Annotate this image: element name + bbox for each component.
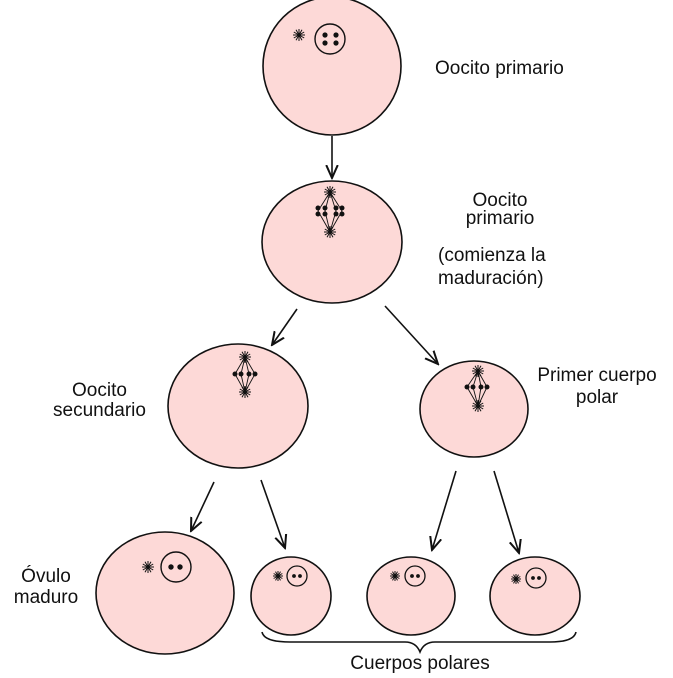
nucleus	[314, 23, 346, 55]
label-polar-bodies: Cuerpos polares	[350, 653, 490, 674]
centrosome-icon	[390, 571, 400, 581]
arrow-maturing-to-polar-body	[384, 305, 438, 364]
arrow-polar-to-polar-body-3	[493, 470, 519, 553]
cell-mature-ovum	[95, 531, 235, 655]
label-primary-oocyte: Oocito primario	[435, 58, 564, 79]
nucleus	[525, 567, 547, 589]
arrow-polar-to-polar-body-2	[432, 470, 457, 550]
centrosome-icon	[472, 365, 484, 377]
nucleus	[286, 565, 308, 587]
centrosome-icon	[239, 386, 251, 398]
cell-polar-body-2	[366, 556, 456, 636]
nucleus	[404, 565, 426, 587]
cell-first-polar-body	[419, 360, 529, 458]
centrosome-icon	[324, 226, 336, 238]
label-first-polar-body-2: polar	[575, 387, 619, 408]
centrosome-icon	[239, 351, 251, 363]
centrosome-icon	[273, 571, 283, 581]
centrosome-icon	[324, 186, 336, 198]
cell-primary-oocyte-maturing	[261, 180, 403, 304]
label-primary-oocyte-maturing-1: Oocito	[472, 190, 528, 211]
centrosome-icon	[142, 561, 154, 573]
cell-primary-oocyte	[262, 0, 402, 136]
arrow-maturing-to-secondary	[272, 308, 298, 345]
label-primary-oocyte-maturing-4: maduración)	[438, 268, 544, 289]
arrow-secondary-to-polar-body-1	[260, 479, 285, 548]
cell-polar-body-1	[250, 556, 332, 636]
label-primary-oocyte-maturing-2: primario	[465, 208, 535, 229]
label-mature-ovum-2: maduro	[13, 587, 79, 608]
arrow-secondary-to-ovum	[191, 481, 215, 531]
cell-secondary-oocyte	[167, 343, 309, 469]
label-secondary-oocyte-1: Oocito	[72, 380, 127, 401]
label-first-polar-body-1: Primer cuerpo	[537, 365, 657, 386]
centrosome-icon	[472, 400, 484, 412]
centrosome-icon	[293, 29, 305, 41]
nucleus	[160, 551, 192, 583]
polar-bodies-brace	[261, 631, 577, 655]
label-mature-ovum-1: Óvulo	[21, 566, 71, 587]
label-primary-oocyte-maturing-3: (comienza la	[438, 245, 546, 266]
centrosome-icon	[511, 574, 521, 584]
label-secondary-oocyte-2: secundario	[53, 400, 146, 421]
cell-polar-body-3	[489, 556, 581, 636]
